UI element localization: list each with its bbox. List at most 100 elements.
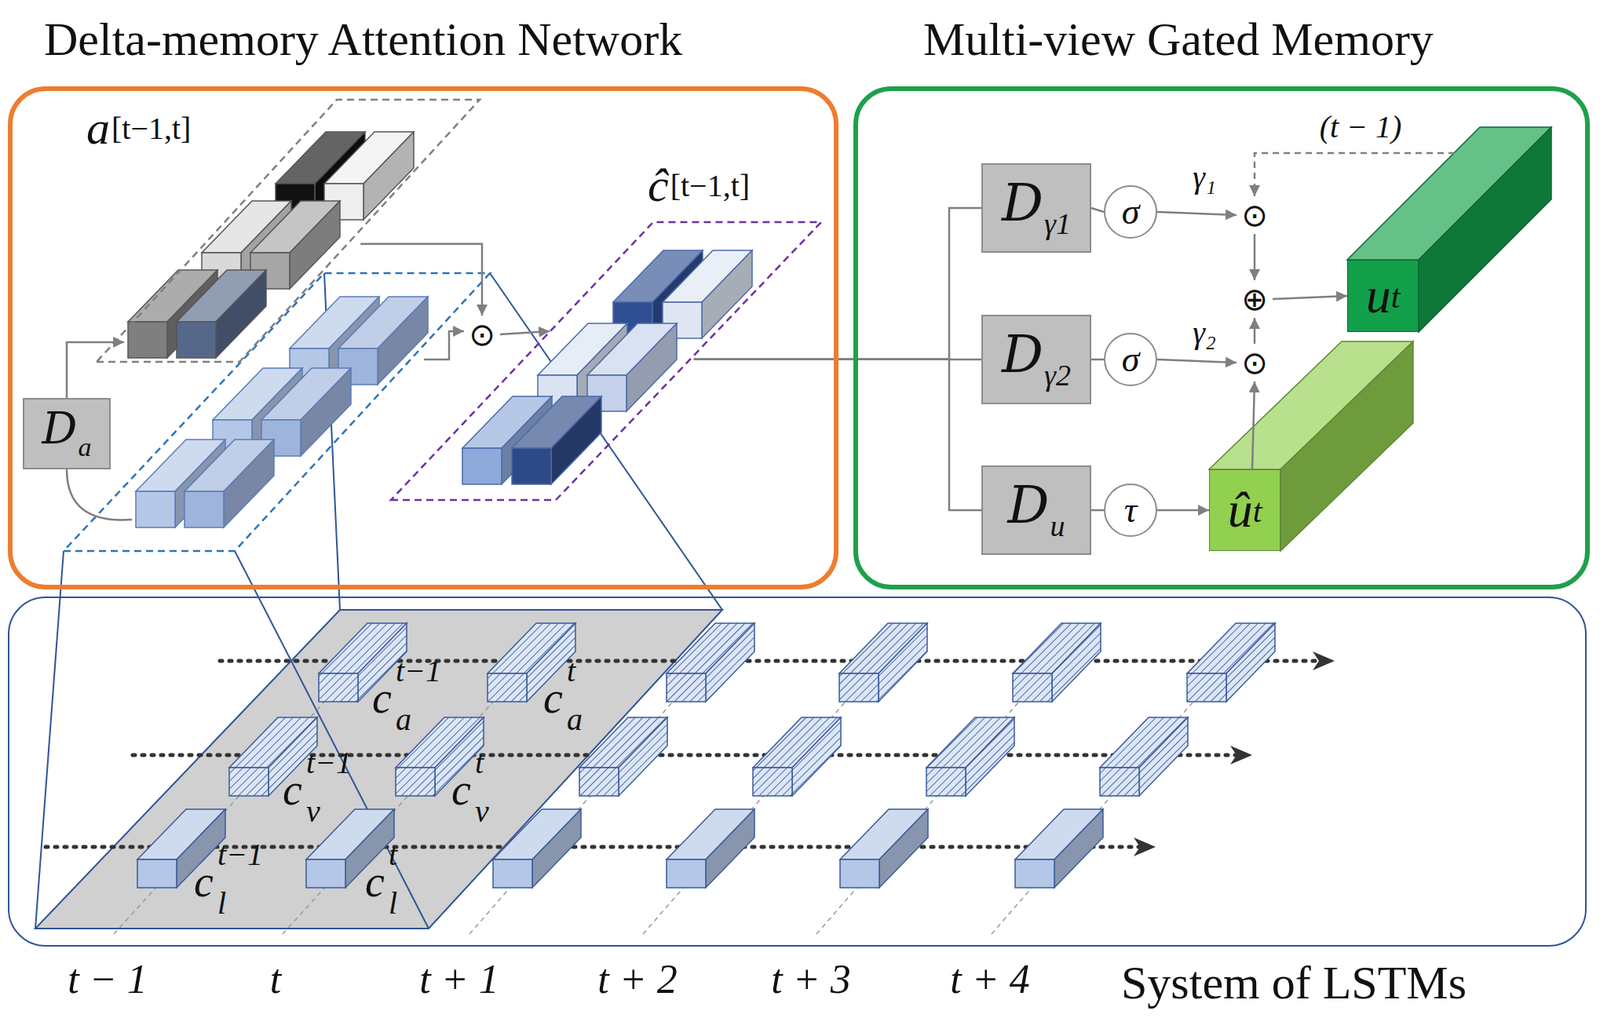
cuboid-front	[666, 673, 706, 702]
cuboid-front	[1012, 673, 1053, 702]
cuboid-side	[626, 323, 677, 412]
node-text: D	[1001, 172, 1044, 234]
cuboid-side	[705, 809, 755, 888]
attention-weights: a[t−1,t]	[82, 99, 480, 362]
time-guide	[113, 690, 335, 935]
cuboid-front	[752, 767, 793, 797]
group-outline	[96, 99, 480, 362]
cuboid-front	[487, 673, 527, 702]
node-index: u	[1049, 509, 1065, 543]
memory-cuboid: ut	[1347, 259, 1419, 333]
cuboid-side	[289, 200, 340, 289]
node-text: ⊙	[1241, 197, 1268, 234]
connector	[1091, 509, 1104, 512]
cuboid-front	[462, 448, 502, 485]
cuboid-front	[1015, 859, 1055, 888]
cuboid-front	[1099, 767, 1140, 797]
edge-label: γ₂	[1190, 317, 1219, 349]
node-text: τ	[1124, 489, 1137, 530]
modality-subscript: v	[474, 796, 490, 828]
time-step: t + 2	[597, 959, 678, 1001]
cuboid-side	[1280, 341, 1414, 552]
time-superscript: t	[474, 747, 484, 779]
modality-subscript: a	[566, 704, 583, 736]
connector	[1157, 509, 1210, 512]
node-index: γ1	[1044, 207, 1071, 241]
modality-subscript: a	[395, 704, 412, 736]
connector	[1091, 208, 1104, 212]
cuboid-front	[176, 321, 216, 358]
connector	[360, 244, 483, 316]
node-text: ⊕	[1241, 281, 1268, 318]
cuboid-side	[1139, 717, 1188, 797]
time-guide	[469, 690, 683, 935]
cuboid-front	[1187, 673, 1227, 702]
memory-cuboid: ût	[1209, 469, 1281, 552]
cuboid-front	[666, 859, 706, 888]
zoom-lines	[35, 273, 723, 929]
operator-symbol: ⊙	[1236, 196, 1273, 234]
node-text: σ	[1121, 339, 1140, 380]
activation-circle: τ	[1103, 483, 1158, 537]
connector	[1091, 358, 1104, 362]
cuboid-side	[532, 809, 581, 888]
node-text: ⊙	[468, 316, 496, 353]
node-index: a	[77, 432, 92, 462]
variable-name: c	[451, 767, 472, 812]
time-superscript: t−1	[395, 655, 442, 687]
node-text: ⊙	[1241, 344, 1268, 381]
feed-wire	[423, 331, 464, 360]
connector	[1254, 153, 1455, 197]
memory-group-outline	[63, 273, 490, 552]
operator-symbol: ⊙	[463, 315, 501, 354]
node-text: Multi-view Gated Memory	[923, 13, 1434, 66]
cuboid-side	[363, 131, 414, 220]
variable-name: c	[282, 767, 303, 812]
time-superscript: t	[388, 839, 398, 871]
cuboid-side	[879, 809, 928, 888]
cuboid-front	[229, 767, 269, 797]
time-guide	[991, 690, 1203, 935]
connector	[1253, 233, 1257, 281]
cuboid-side	[1052, 623, 1101, 702]
cuboid-front	[395, 767, 435, 797]
connector	[66, 342, 125, 399]
variable-name: c	[365, 859, 385, 904]
edge-label: (t − 1)	[1317, 111, 1405, 143]
time-guide	[816, 690, 1029, 935]
node-index: γ2	[1044, 358, 1071, 392]
cuboid-front	[579, 767, 619, 797]
node-text: D	[1001, 324, 1044, 385]
node-text: û	[1227, 482, 1253, 538]
cuboid-side	[1418, 127, 1552, 333]
cuboid-front	[511, 448, 552, 485]
node-text: ĉ	[647, 159, 669, 212]
node-index: t	[1252, 493, 1263, 530]
time-step: t − 1	[67, 959, 148, 1001]
node-index: [t−1,t]	[111, 110, 191, 147]
node-text: D	[1008, 474, 1050, 536]
lstm-arrows	[45, 661, 1319, 848]
time-step: t + 4	[949, 959, 1031, 1001]
cuboid-side	[701, 250, 753, 339]
cuboid-front	[926, 767, 966, 797]
attended-memory: ĉ[t−1,t]	[390, 157, 822, 501]
network-box: Du	[981, 465, 1092, 556]
cuboid-front	[135, 491, 176, 528]
operator-symbol: ⊕	[1236, 280, 1273, 318]
time-superscript: t	[566, 655, 576, 687]
attention-panel: Delta-memory Attention Networka[t−1,t]Da…	[7, 86, 839, 590]
cuboid-side	[705, 623, 755, 702]
cuboid-side	[223, 439, 274, 528]
cuboids	[127, 127, 1552, 888]
lstm-panel: System of LSTMs	[7, 596, 1587, 947]
cuboid-side	[377, 296, 428, 385]
modality-subscript: l	[217, 887, 227, 920]
node-text: σ	[1121, 191, 1140, 232]
cuboid-side	[1226, 623, 1275, 702]
zoom-region	[35, 610, 723, 929]
network-box: Da	[22, 398, 111, 470]
time-step: t	[270, 959, 282, 1001]
